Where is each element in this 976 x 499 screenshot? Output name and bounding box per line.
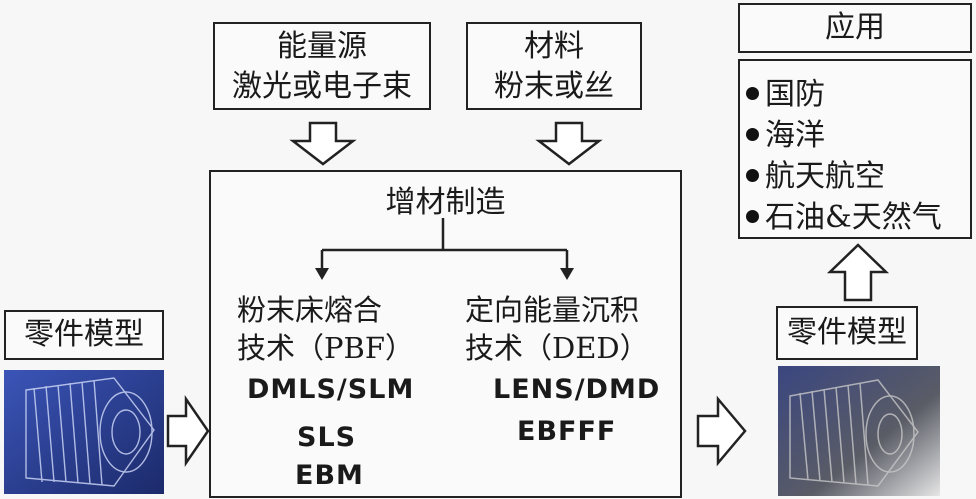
pbf-tech-2: SLS xyxy=(297,422,357,453)
output-right-arrow xyxy=(696,395,747,467)
applications-title: 应用 xyxy=(825,10,885,45)
bullet-icon xyxy=(746,86,759,100)
material-down-arrow xyxy=(535,121,603,166)
energy-down-arrow xyxy=(289,121,357,166)
output-model-label-box: 零件模型 xyxy=(776,306,918,360)
application-item: 石油&天然气 xyxy=(746,197,942,238)
pbf-title: 粉末床熔合 xyxy=(237,293,383,327)
additive-manufacturing-title: 增材制造 xyxy=(385,185,506,220)
ded-subtitle: 技术（DED） xyxy=(465,331,649,365)
additive-manufacturing-box: 增材制造 粉末床熔合 技术（PBF） DMLS/SLM SLS EBM 定向能量… xyxy=(209,170,682,498)
pbf-subtitle: 技术（PBF） xyxy=(237,331,414,365)
bullet-icon xyxy=(746,209,759,223)
applications-up-arrow xyxy=(826,243,890,302)
energy-source-box: 能量源 激光或电子束 xyxy=(213,22,431,110)
ded-tech-1: LENS/DMD xyxy=(493,374,661,405)
output-model-label: 零件模型 xyxy=(787,315,907,350)
energy-source-title: 能量源 xyxy=(277,29,367,64)
applications-title-box: 应用 xyxy=(738,3,972,53)
input-model-label-box: 零件模型 xyxy=(4,310,164,360)
material-subtitle: 粉末或丝 xyxy=(494,69,614,104)
gear-model-image xyxy=(4,370,164,494)
ded-tech-2: EBFFF xyxy=(517,416,617,447)
applications-list: 国防 海洋 航天航空 石油&天然气 xyxy=(746,74,942,238)
material-box: 材料 粉末或丝 xyxy=(466,22,642,110)
application-item: 航天航空 xyxy=(746,156,942,197)
ded-title: 定向能量沉积 xyxy=(465,293,640,327)
bullet-icon xyxy=(746,127,759,141)
input-model-label: 零件模型 xyxy=(24,317,144,352)
material-title: 材料 xyxy=(524,29,584,64)
application-item: 海洋 xyxy=(746,115,942,156)
gear-part-image xyxy=(778,366,940,496)
pbf-tech-3: EBM xyxy=(295,460,364,491)
application-item: 国防 xyxy=(746,74,942,115)
energy-source-subtitle: 激光或电子束 xyxy=(232,69,412,104)
pbf-tech-1: DMLS/SLM xyxy=(247,374,415,405)
applications-list-box xyxy=(738,59,972,239)
bullet-icon xyxy=(746,168,759,182)
input-right-arrow xyxy=(166,394,210,468)
